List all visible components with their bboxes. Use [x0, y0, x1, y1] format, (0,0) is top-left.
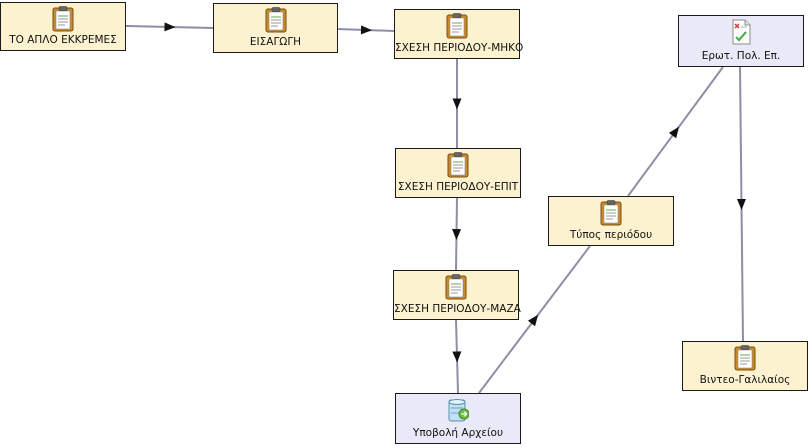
node-label: Τύπος περιόδου — [569, 229, 653, 241]
node-label: ΕΙΣΑΓΩΓΗ — [249, 36, 302, 48]
node-erot-pol-ep[interactable]: Ερωτ. Πολ. Επ. — [678, 15, 804, 67]
node-label: ΣΧΕΣΗ ΠΕΡΙΟΔΟΥ-ΜΑΖΑ — [394, 303, 521, 315]
node-ypovoli-arxeiou[interactable]: Υποβολή Αρχείου — [395, 393, 521, 444]
clipboard-icon — [447, 152, 469, 178]
clipboard-icon — [265, 7, 286, 33]
arrowhead-n6-n7 — [527, 314, 539, 327]
node-sxesi-periodou-epit[interactable]: ΣΧΕΣΗ ΠΕΡΙΟΔΟΥ-ΕΠΙΤ — [395, 148, 521, 198]
node-sxesi-periodou-maza[interactable]: ΣΧΕΣΗ ΠΕΡΙΟΔΟΥ-ΜΑΖΑ — [393, 270, 521, 320]
arrowhead-n7-n8 — [668, 126, 680, 139]
clipboard-icon — [445, 274, 467, 300]
node-to-aplo-ekkremes[interactable]: ΤΟ ΑΠΛΟ ΕΚΚΡΕΜΕΣ — [0, 2, 126, 51]
node-eisagogi[interactable]: ΕΙΣΑΓΩΓΗ — [213, 3, 338, 53]
node-sxesi-periodou-miko[interactable]: ΣΧΕΣΗ ΠΕΡΙΟΔΟΥ-ΜΗΚΟ — [394, 9, 524, 59]
file-upload-icon — [448, 398, 469, 422]
clipboard-icon — [446, 13, 468, 39]
node-label: Ερωτ. Πολ. Επ. — [701, 50, 781, 62]
arrowhead-n1-n2 — [164, 22, 176, 32]
node-label: Υποβολή Αρχείου — [412, 427, 504, 439]
arrowhead-n3-n4 — [452, 98, 462, 110]
arrowhead-n4-n5 — [452, 228, 462, 240]
arrowhead-n8-n9 — [736, 198, 746, 210]
node-typos-periodou[interactable]: Τύπος περιόδου — [548, 196, 674, 246]
node-vinteo-galilaios[interactable]: Βιντεο-Γαλιλαίος — [682, 341, 808, 391]
clipboard-icon — [734, 345, 756, 371]
clipboard-icon — [600, 200, 622, 226]
arrowhead-n5-n6 — [452, 351, 462, 363]
node-label: ΣΧΕΣΗ ΠΕΡΙΟΔΟΥ-ΜΗΚΟ — [395, 42, 524, 54]
node-label: ΣΧΕΣΗ ΠΕΡΙΟΔΟΥ-ΕΠΙΤ — [397, 181, 519, 193]
node-label: ΤΟ ΑΠΛΟ ΕΚΚΡΕΜΕΣ — [9, 34, 117, 46]
node-label: Βιντεο-Γαλιλαίος — [699, 374, 791, 386]
clipboard-icon — [52, 6, 74, 32]
quiz-icon — [731, 19, 752, 45]
arrowhead-n2-n3 — [360, 25, 372, 35]
